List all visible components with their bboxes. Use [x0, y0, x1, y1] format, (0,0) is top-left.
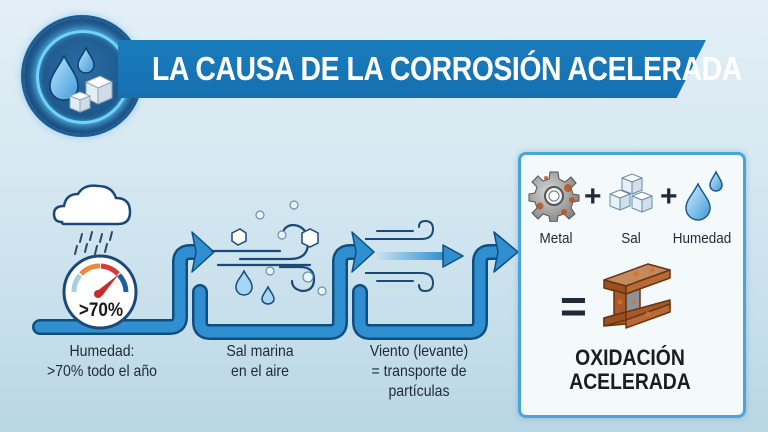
ingredient-label-humidity: Humedad	[672, 230, 732, 247]
outcome-line-1: OXIDACIÓN	[575, 345, 685, 370]
caption-line: partículas	[388, 383, 450, 400]
sea-salt-wind-icon	[210, 200, 327, 305]
caption-line: en el aire	[231, 363, 289, 380]
page-title: LA CAUSA DE LA CORROSIÓN ACELERADA	[152, 50, 742, 87]
plus-sign-2: +	[660, 180, 678, 213]
caption-line: Humedad:	[69, 343, 135, 360]
caption-line: = transporte de	[371, 363, 467, 380]
wind-arrow-icon	[365, 219, 464, 293]
outcome-text: OXIDACIÓN ACELERADA	[540, 346, 720, 394]
water-drops-and-salt-cubes-icon	[49, 46, 114, 113]
humidity-gauge-value: >70%	[78, 300, 124, 321]
step-caption-humidity: Humedad: >70% todo el año	[39, 342, 166, 382]
plus-sign-1: +	[584, 180, 602, 213]
rusted-i-beam-icon	[603, 263, 671, 329]
salt-cubes-icon	[609, 173, 653, 213]
rusty-gear-icon	[528, 171, 580, 222]
flow-arrowhead-2	[351, 231, 375, 273]
caption-line: Sal marina	[226, 343, 294, 360]
title-banner	[118, 40, 706, 98]
step-caption-salt: Sal marina en el aire	[198, 342, 321, 382]
caption-line: Viento (levante)	[369, 343, 469, 360]
rain-cloud-humidity-gauge-icon	[52, 184, 138, 330]
caption-line: >70% todo el año	[47, 363, 157, 380]
ingredient-label-metal: Metal	[539, 230, 573, 247]
water-drops-icon	[685, 170, 723, 221]
flow-arrowhead-1	[191, 231, 215, 273]
outcome-line-2: ACELERADA	[569, 369, 691, 394]
flow-arrowhead-3	[493, 231, 519, 273]
ingredient-label-salt: Sal	[621, 230, 641, 247]
step-caption-wind: Viento (levante) = transporte de partícu…	[353, 342, 485, 402]
equals-sign: =	[560, 280, 587, 332]
